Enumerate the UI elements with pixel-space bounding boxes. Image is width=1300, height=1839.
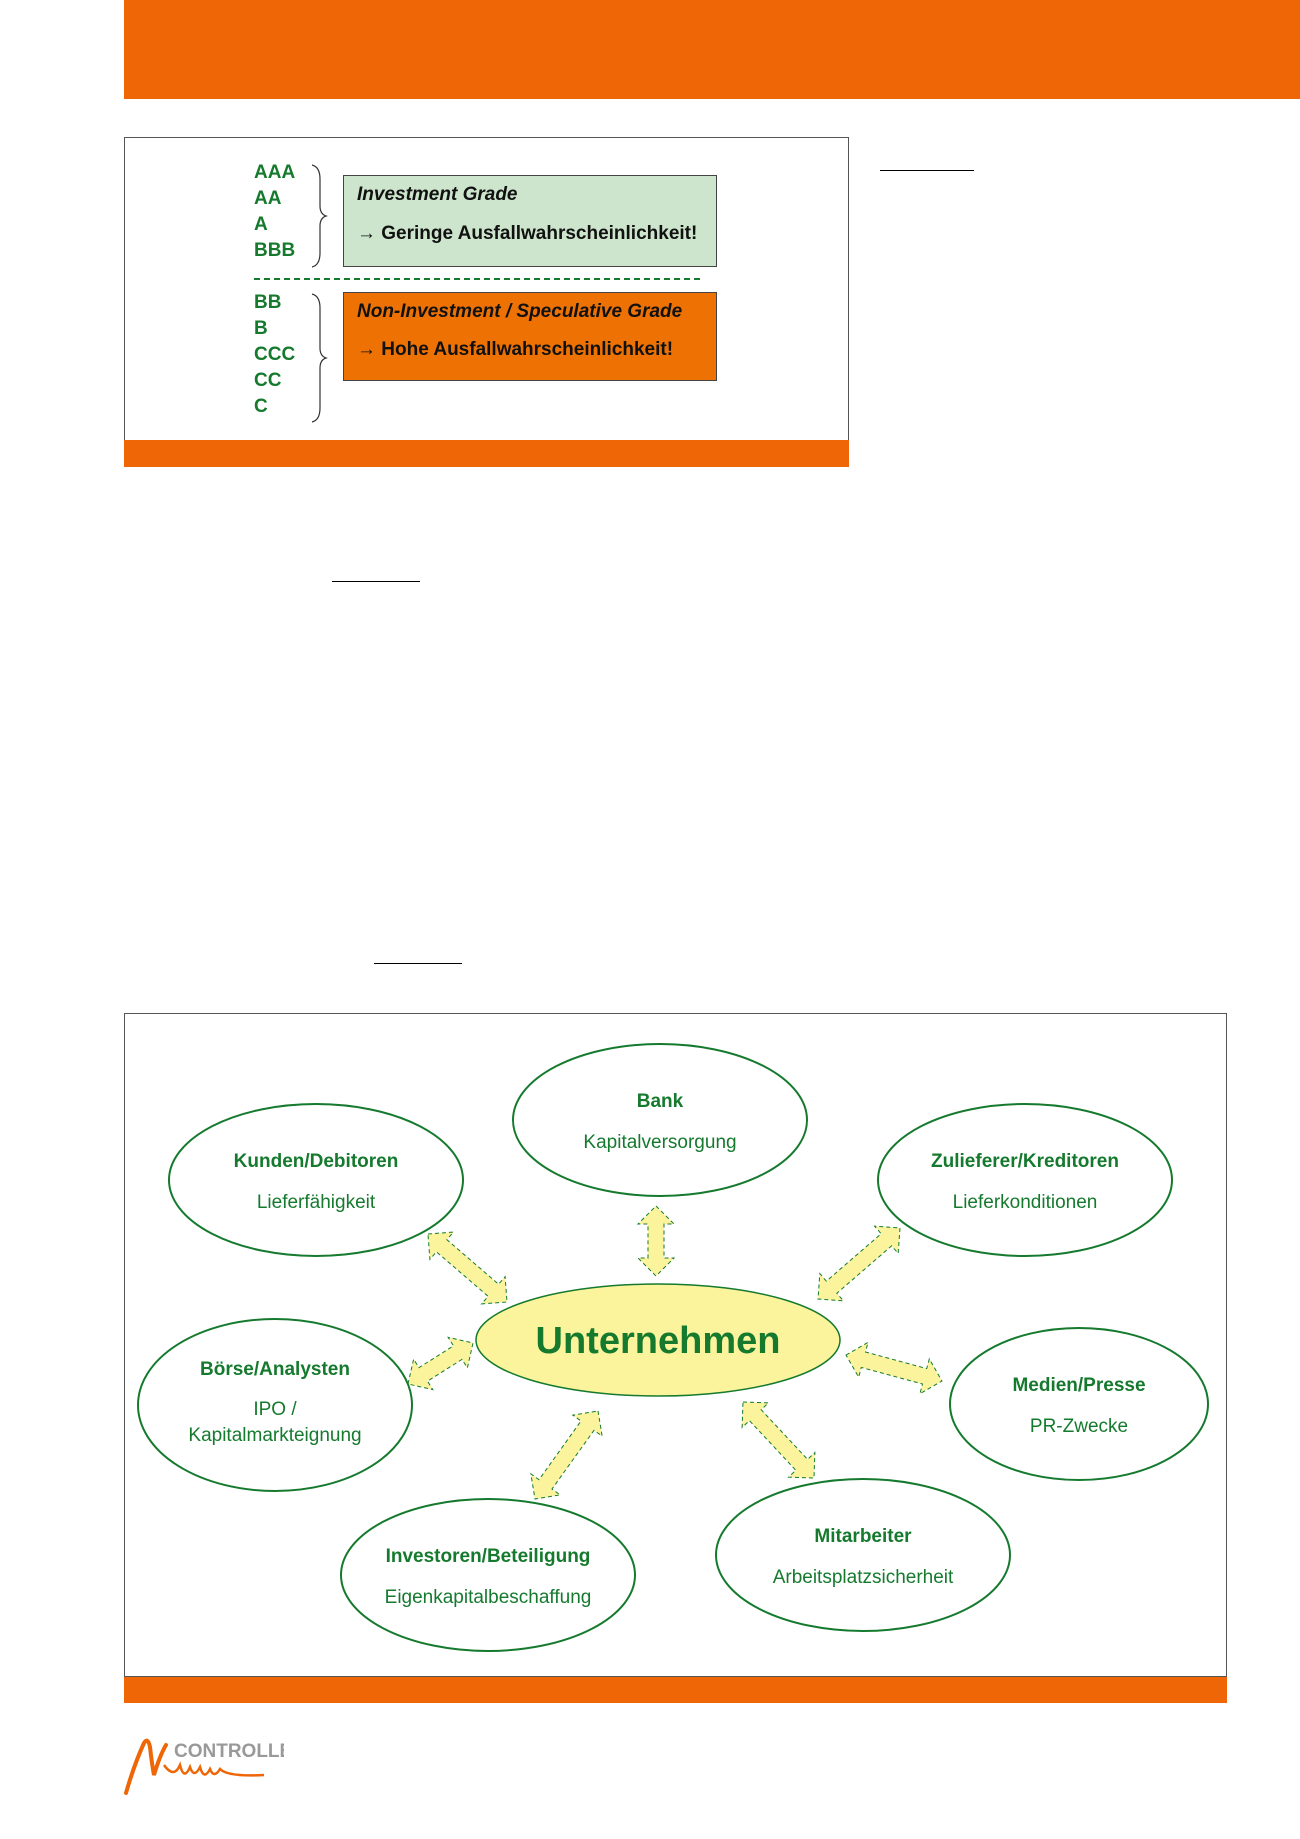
investment-grade-title: Investment Grade [357, 184, 518, 205]
grade-label: BB [254, 292, 282, 313]
figure-footer-bar [124, 440, 849, 467]
double-arrow-icon [741, 1401, 816, 1479]
double-arrow-icon [817, 1225, 901, 1302]
text-rule [332, 581, 420, 582]
speculative-grade-text: → Hohe Ausfallwahrscheinlichkeit! [357, 339, 674, 360]
stakeholder-benefit: Kapitalversorgung [583, 1132, 736, 1153]
speculative-grade-box: Non-Investment / Speculative Grade → Hoh… [343, 292, 717, 381]
stakeholder-benefit: Lieferfähigkeit [257, 1192, 376, 1213]
stakeholder-benefit: Eigenkapitalbeschaffung [385, 1587, 592, 1608]
figure-footer-bar [124, 1677, 1227, 1703]
grade-label: AA [254, 188, 282, 209]
brace-icon [311, 293, 328, 423]
grade-label: CCC [254, 344, 296, 365]
center-label: Unternehmen [536, 1320, 781, 1362]
grade-label: B [254, 318, 268, 339]
header-bar [124, 0, 1300, 99]
grade-label: CC [254, 370, 282, 391]
stakeholder-ellipse [949, 1327, 1209, 1481]
grade-label: BBB [254, 240, 296, 261]
stakeholder-name: Kunden/Debitoren [234, 1151, 399, 1172]
controller-magazin-logo: CONTROLLER [124, 1735, 306, 1797]
stakeholder-ellipse [137, 1318, 413, 1492]
stakeholder-ellipse [340, 1498, 636, 1652]
stakeholder-name: Mitarbeiter [814, 1526, 912, 1547]
divider [254, 278, 700, 280]
investment-grade-text: → Geringe Ausfallwahrscheinlichkeit! [357, 223, 698, 244]
text-rule [374, 963, 462, 964]
stakeholder-benefit: Arbeitsplatzsicherheit [773, 1567, 954, 1588]
grade-label: A [254, 214, 268, 235]
double-arrow-icon [530, 1410, 603, 1500]
double-arrow-icon [427, 1231, 508, 1305]
center-node: Unternehmen [475, 1283, 841, 1397]
double-arrow-icon [636, 1205, 676, 1277]
logo-mark: CONTROLLER [124, 1738, 306, 1795]
stakeholder-ellipse [715, 1478, 1011, 1632]
stakeholder-ellipse [877, 1103, 1173, 1257]
stakeholder-benefit: Kapitalmarkteignung [188, 1425, 361, 1446]
stakeholder-benefit: PR-Zwecke [1030, 1416, 1128, 1437]
stakeholder-name: Bank [637, 1091, 684, 1112]
svg-text:CONTROLLER: CONTROLLER [174, 1741, 284, 1762]
rating-scale-figure: AAA AA A BBB Investment Grade → Geringe … [124, 137, 849, 441]
stakeholder-ellipse [512, 1043, 808, 1197]
double-arrow-icon [845, 1341, 943, 1395]
investment-grade-box: Investment Grade → Geringe Ausfallwahrsc… [343, 175, 717, 267]
stakeholder-name: Medien/Presse [1012, 1375, 1145, 1396]
brace-icon [311, 164, 328, 268]
stakeholder-name: Börse/Analysten [200, 1359, 350, 1380]
stakeholder-benefit: IPO / [253, 1399, 297, 1420]
speculative-grade-title: Non-Investment / Speculative Grade [357, 301, 683, 322]
stakeholder-node: Investoren/BeteiligungEigenkapitalbescha… [340, 1498, 636, 1652]
stakeholder-benefit: Lieferkonditionen [953, 1192, 1098, 1213]
stakeholder-name: Investoren/Beteiligung [386, 1546, 591, 1567]
double-arrow-icon [407, 1336, 474, 1391]
grade-label: AAA [254, 162, 296, 183]
stakeholder-ellipse [168, 1103, 464, 1257]
stakeholder-name: Zulieferer/Kreditoren [931, 1151, 1119, 1172]
grade-label: C [254, 396, 268, 417]
text-rule [880, 170, 974, 171]
